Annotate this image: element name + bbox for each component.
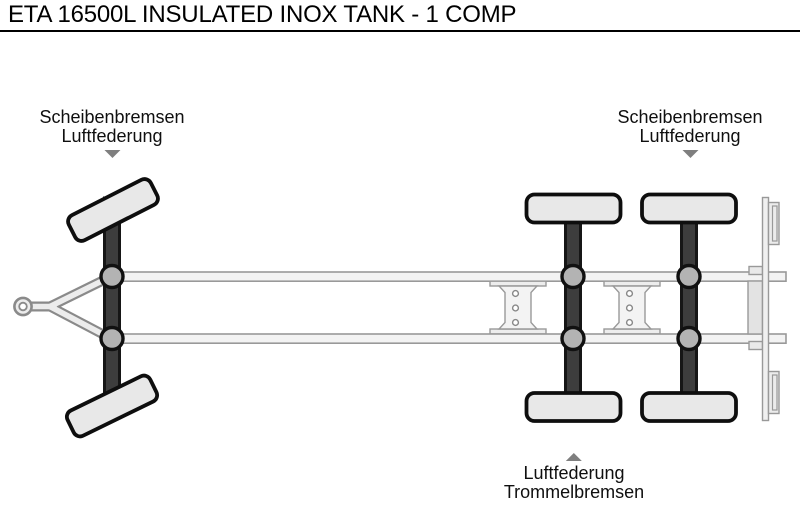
rear-end-assembly [747, 196, 780, 422]
rear-tab-top [748, 265, 764, 276]
hub-icon [676, 325, 702, 352]
hub-icon [99, 263, 125, 290]
drawbar [13, 272, 114, 343]
pointer-up-icon [566, 453, 582, 461]
rear-axle-beam-1 [564, 206, 582, 406]
annotation-front-axle: Scheibenbremsen Luftfederung [39, 107, 185, 158]
annotation-line: Scheibenbremsen [39, 107, 185, 127]
wheel-hubs [99, 263, 702, 352]
rivet-hole-icon [625, 304, 634, 312]
hub-icon [560, 263, 586, 290]
axle-beams [103, 196, 698, 418]
annotation-line: Luftfederung [61, 126, 163, 146]
front-wheel-bottom [64, 373, 160, 439]
front-wheel-top [66, 177, 160, 243]
rear-bracket-bottom [767, 370, 780, 415]
pointer-down-icon [104, 150, 120, 158]
rear-wheel-2-top [640, 192, 738, 225]
rivet-hole-icon [511, 289, 520, 298]
hub-icon [676, 263, 702, 290]
cross-member [489, 280, 547, 335]
annotation-line: Luftfederung [523, 463, 625, 483]
rivet-hole-icon [511, 318, 520, 327]
annotation-line: Luftfederung [639, 126, 741, 146]
rivet-hole-icon [511, 304, 520, 312]
annotation-rear-axle-drum: Luftfederung Trommelbremsen [504, 453, 644, 502]
rivet-hole-icon [625, 289, 634, 298]
rear-wheel-1-bottom [524, 391, 623, 423]
annotation-line: Trommelbremsen [503, 482, 645, 502]
rear-wheel-1-top [524, 192, 623, 225]
annotation-rear-axle-disc: Scheibenbremsen Luftfederung [617, 107, 763, 158]
pointer-down-icon [682, 150, 698, 158]
rivet-hole-icon [625, 318, 634, 327]
rear-tab-bottom [748, 340, 764, 351]
header-divider [0, 30, 800, 32]
hub-icon [560, 325, 586, 352]
rear-wheel-2-bottom [640, 391, 738, 423]
rear-bracket-top [767, 201, 780, 246]
wheels [64, 177, 738, 439]
annotation-line: Scheibenbremsen [617, 107, 763, 127]
rear-bumper-plate [761, 196, 770, 422]
hub-icon [99, 325, 125, 352]
page-title: ETA 16500L INSULATED INOX TANK - 1 COMP [8, 1, 517, 28]
rear-center-plate [747, 280, 764, 335]
cross-member [603, 280, 661, 335]
rear-axle-beam-2 [680, 206, 698, 406]
